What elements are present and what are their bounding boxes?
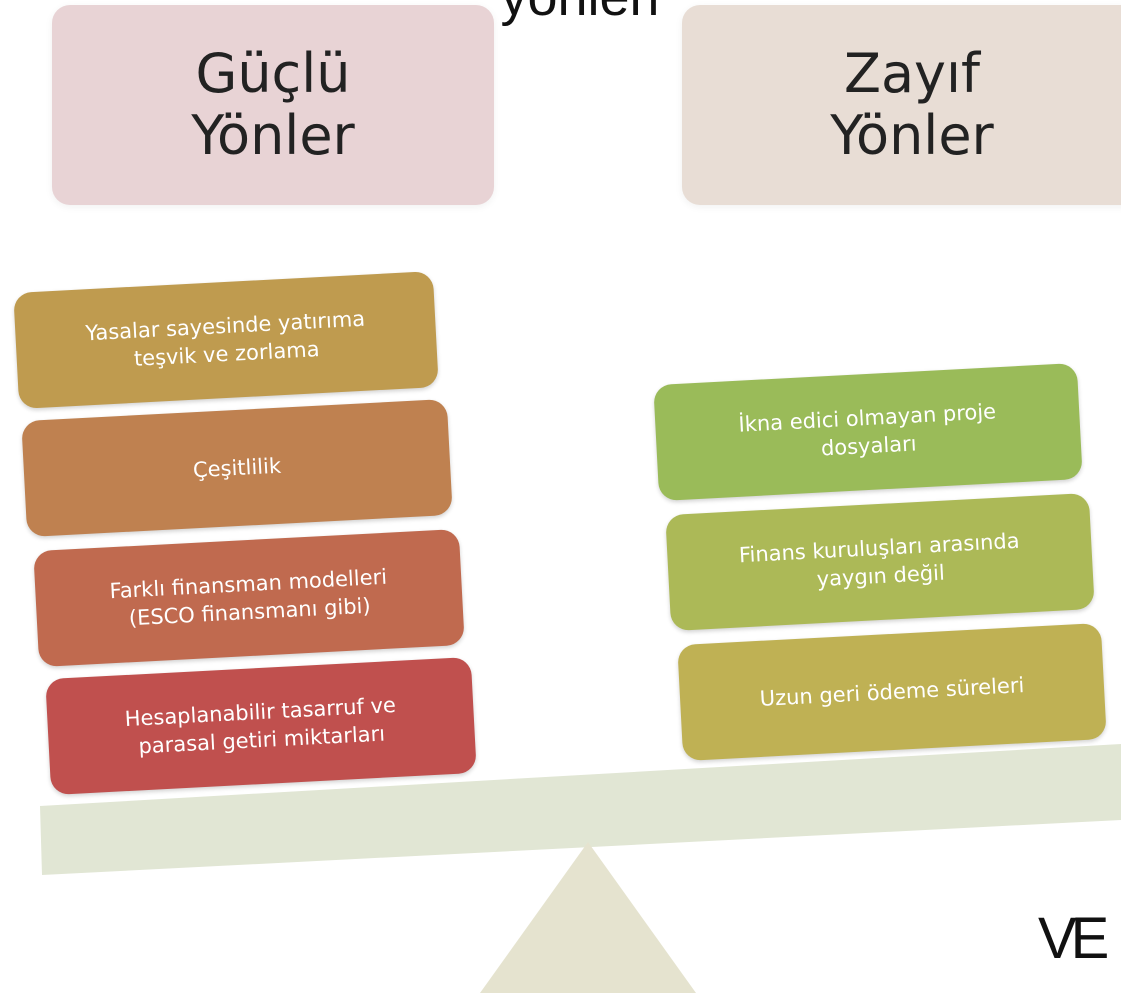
weakness-card-2: Finans kuruluşları arasında yaygın değil — [665, 492, 1095, 632]
weakness-card-3: Uzun geri ödeme süreleri — [677, 622, 1107, 762]
strengths-header: Güçlü Yönler — [52, 5, 494, 205]
logo: VE — [1038, 906, 1109, 971]
balance-beam — [40, 744, 1121, 875]
slide-title-fragment: yönleri — [430, 0, 730, 24]
weaknesses-header: Zayıf Yönler — [682, 5, 1121, 205]
fulcrum-triangle — [480, 842, 696, 993]
weakness-card-1: İkna edici olmayan proje dosyaları — [653, 362, 1083, 502]
